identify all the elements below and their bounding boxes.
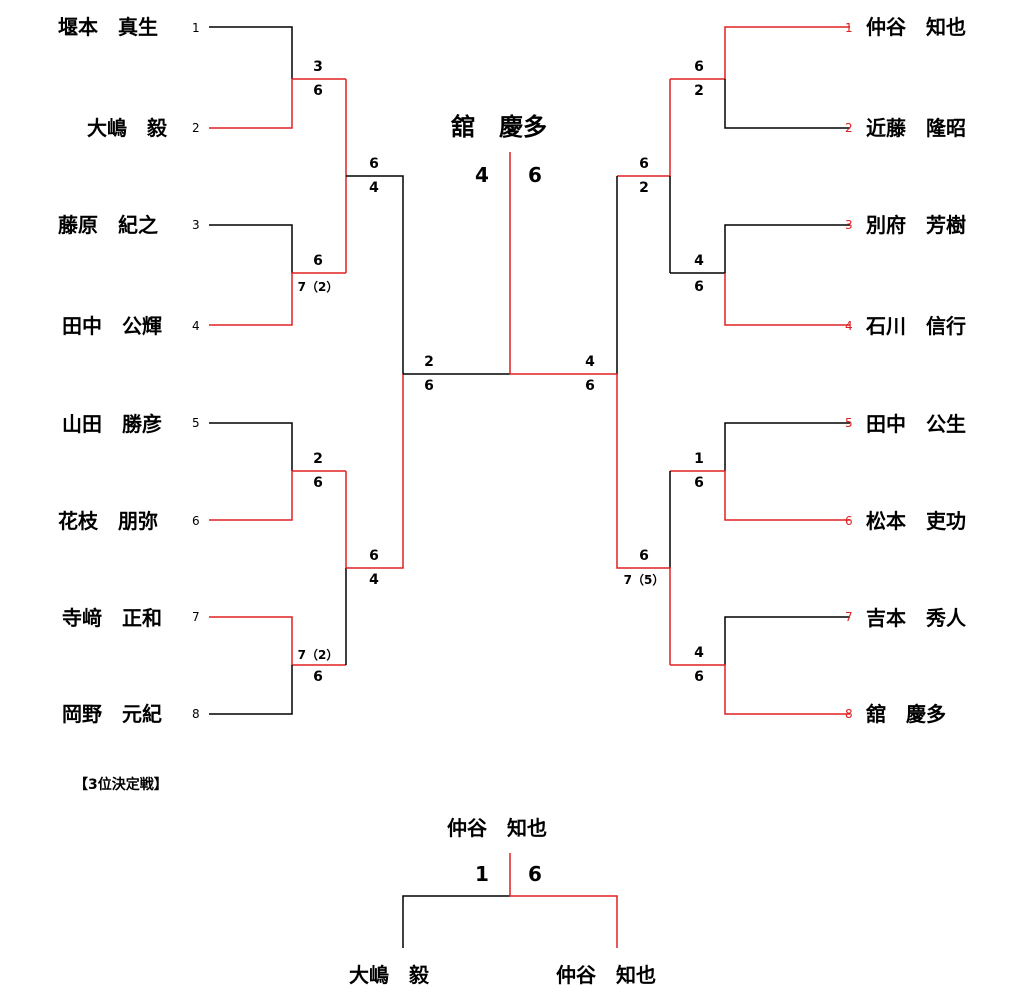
right-player-5-name: 田中 公生 (866, 412, 966, 436)
final-left-score: 4 (475, 163, 489, 187)
right-r2-m1-top-score: 6 (639, 156, 649, 172)
third-place-right-score: 6 (528, 862, 542, 886)
left-player-8-name: 岡野 元紀 (62, 702, 162, 726)
right-r1-m1-top-score: 6 (694, 59, 704, 75)
left-player-1-seed: 1 (192, 21, 200, 35)
left-player-8-seed: 8 (192, 707, 200, 721)
left-player-3-name: 藤原 紀之 (58, 213, 158, 237)
right-player-5-seed: 5 (845, 416, 853, 430)
left-player-5-seed: 5 (192, 416, 200, 430)
right-sf-top-score: 4 (585, 354, 595, 370)
left-sf-top-score: 2 (424, 354, 434, 370)
right-r2-m2-top-score: 6 (639, 548, 649, 564)
third-place-left-score: 1 (475, 862, 489, 886)
third-place-winner-name: 仲谷 知也 (447, 816, 547, 840)
right-player-7-name: 吉本 秀人 (866, 606, 966, 630)
right-player-2-seed: 2 (845, 121, 853, 135)
right-r1-m1-top-line (670, 26, 850, 80)
left-r1-m2-top-score: 6 (313, 253, 323, 269)
left-r1-m1-bottom-score: 6 (313, 83, 323, 99)
right-r1-m4-bottom-line (670, 664, 850, 715)
right-player-3-seed: 3 (845, 218, 853, 232)
left-r1-m3-bottom-line (209, 470, 346, 521)
right-r1-m2-bottom-line (724, 273, 850, 326)
left-player-7-name: 寺﨑 正和 (62, 606, 162, 630)
left-r1-m4-bottom-score: 6 (313, 669, 323, 685)
left-player-6-seed: 6 (192, 514, 200, 528)
right-r1-m3-top-line (724, 422, 850, 471)
left-r1-m2-bottom-score: 7（2） (297, 280, 339, 294)
left-r1-m4-bottom-line (209, 665, 293, 715)
left-player-5-name: 山田 勝彦 (62, 412, 162, 436)
left-r2-m1-out-line (346, 175, 404, 374)
left-r1-m2-bottom-line (209, 272, 346, 326)
left-sf-bottom-score: 6 (424, 378, 434, 394)
right-r1-m2-bottom-score: 6 (694, 279, 704, 295)
right-r2-m1-bottom-score: 2 (639, 180, 649, 196)
right-r1-m2-top-line (670, 224, 850, 274)
right-player-6-seed: 6 (845, 514, 853, 528)
left-player-4-name: 田中 公輝 (62, 314, 162, 338)
left-player-3-seed: 3 (192, 218, 200, 232)
left-r2-m2-top-score: 6 (369, 548, 379, 564)
right-r1-m1-bottom-line (724, 79, 850, 129)
right-player-4-seed: 4 (845, 319, 853, 333)
right-sf-line (509, 152, 617, 375)
final-right-score: 6 (528, 163, 542, 187)
third-place-left-player: 大嶋 毅 (349, 963, 429, 987)
left-r1-m4-top-score: 7（2） (297, 648, 339, 662)
right-r1-m3-top-score: 1 (694, 451, 704, 467)
left-r1-m1-top-score: 3 (313, 59, 323, 75)
right-r1-m1-bottom-score: 2 (694, 83, 704, 99)
right-r1-m4-bottom-score: 6 (694, 669, 704, 685)
left-r1-m3-bottom-score: 6 (313, 475, 323, 491)
left-player-4-seed: 4 (192, 319, 200, 333)
right-player-4-name: 石川 信行 (866, 314, 966, 338)
right-player-8-seed: 8 (845, 707, 853, 721)
left-player-1-name: 堰本 真生 (58, 15, 158, 39)
left-r2-m2-out-line (346, 374, 404, 569)
left-player-7-seed: 7 (192, 610, 200, 624)
left-r1-m3-top-score: 2 (313, 451, 323, 467)
left-r2-m1-bottom-score: 4 (369, 180, 379, 196)
left-r1-m1-bottom-line (209, 78, 346, 129)
right-player-1-seed: 1 (845, 21, 853, 35)
left-player-2-name: 大嶋 毅 (87, 116, 167, 140)
third-place-left-line (402, 895, 510, 948)
right-r1-m4-top-score: 4 (694, 645, 704, 661)
right-player-3-name: 別府 芳樹 (866, 213, 966, 237)
right-r2-m2-out-line (616, 374, 671, 665)
right-player-8-name: 舘 慶多 (866, 702, 946, 726)
right-player-2-name: 近藤 隆昭 (866, 116, 966, 140)
right-player-6-name: 松本 吏功 (866, 509, 966, 533)
left-player-6-name: 花枝 朋弥 (58, 509, 158, 533)
right-r1-m4-top-line (724, 616, 850, 665)
left-r1-m1-top-line (209, 26, 293, 79)
left-player-2-seed: 2 (192, 121, 200, 135)
left-r1-m2-top-line (209, 224, 293, 273)
right-r1-m3-bottom-line (670, 470, 850, 521)
right-player-1-name: 仲谷 知也 (866, 15, 966, 39)
champion-name: 舘 慶多 (451, 113, 547, 141)
left-r1-m3-top-line (209, 422, 293, 471)
right-r2-m2-bottom-score: 7（5） (623, 573, 665, 587)
right-player-7-seed: 7 (845, 610, 853, 624)
third-place-heading: 【3位決定戦】 (74, 777, 168, 793)
right-r1-m2-top-score: 4 (694, 253, 704, 269)
right-r1-m3-bottom-score: 6 (694, 475, 704, 491)
left-r2-m2-bottom-score: 4 (369, 572, 379, 588)
left-r2-m1-top-score: 6 (369, 156, 379, 172)
third-place-right-line (509, 853, 618, 948)
right-sf-bottom-score: 6 (585, 378, 595, 394)
third-place-right-player: 仲谷 知也 (556, 963, 656, 987)
left-r1-m4-top-line (209, 616, 346, 666)
